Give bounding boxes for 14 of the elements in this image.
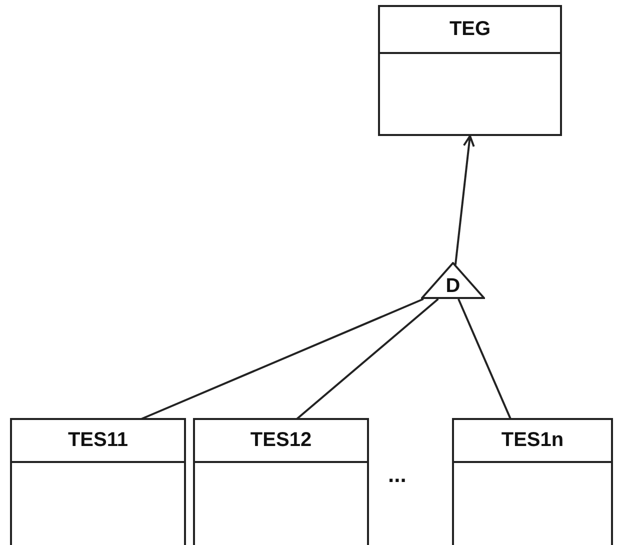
- discriminator-label: D: [446, 275, 460, 297]
- class-name: TES12: [250, 429, 312, 452]
- arrow: [454, 135, 475, 265]
- class-box: [452, 418, 613, 545]
- class-box: [378, 5, 562, 136]
- connector-line: [458, 298, 512, 420]
- ellipsis-label: ...: [388, 462, 406, 488]
- connector-line: [140, 298, 424, 420]
- class-name: TES1n: [501, 429, 564, 452]
- class-name: TEG: [449, 18, 491, 41]
- class-box: [10, 418, 186, 545]
- class-name: TES11: [68, 429, 128, 452]
- connector-line: [296, 298, 439, 420]
- class-box: [193, 418, 369, 545]
